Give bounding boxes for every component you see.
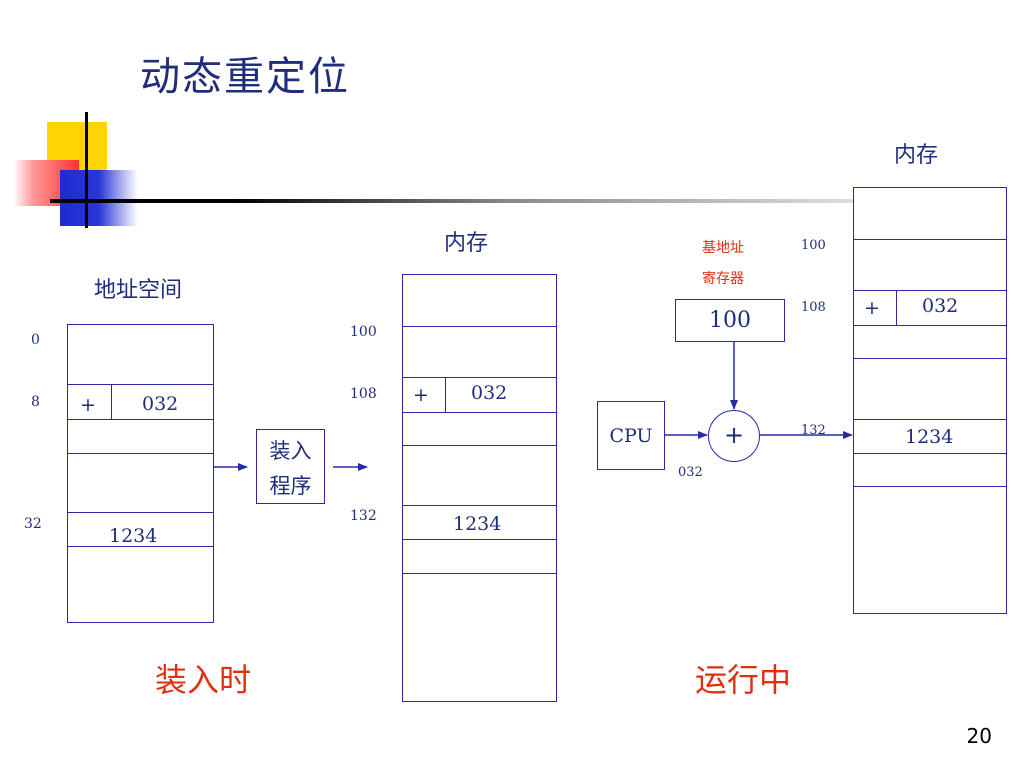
address-space-value: 1234: [109, 525, 158, 547]
address-space-row-divider: [68, 419, 213, 420]
memory-load-row-divider: [403, 505, 556, 506]
memory-run-row-divider: [854, 325, 1006, 326]
memory-run-row-divider: [854, 239, 1006, 240]
memory-run-value: 1234: [905, 426, 954, 448]
memory-run-heading: 内存: [894, 143, 939, 168]
loader-label-line1: 装入: [269, 439, 312, 463]
address-space-address-0: 0: [31, 332, 40, 348]
memory-load-heading: 内存: [444, 231, 489, 256]
memory-run-row-divider: [854, 419, 1006, 420]
loader-box: 装入 程序: [256, 429, 325, 504]
address-space-address-32: 32: [24, 516, 42, 532]
cpu-label: CPU: [609, 425, 653, 447]
memory-run-row-divider: [854, 453, 1006, 454]
memory-run-offset: 032: [922, 295, 959, 317]
memory-load-address-100: 100: [350, 324, 377, 340]
memory-load-row-divider: [403, 326, 556, 327]
address-space-address-8: 8: [31, 394, 40, 410]
address-space-box: + 032 1234: [67, 324, 214, 623]
memory-load-address-132: 132: [350, 508, 377, 524]
memory-run-cell-divider: [896, 290, 897, 325]
address-space-row-divider: [68, 546, 213, 547]
memory-load-row-divider: [403, 377, 556, 378]
memory-run-row-divider: [854, 290, 1006, 291]
base-register-label-line2: 寄存器: [702, 271, 744, 287]
memory-load-box: + 032 1234: [402, 274, 557, 702]
base-register-label-line1: 基地址: [702, 240, 744, 256]
memory-load-row-divider: [403, 573, 556, 574]
cpu-output-value: 032: [678, 465, 703, 480]
caption-run-time: 运行中: [695, 661, 792, 699]
address-space-offset: 032: [142, 393, 179, 415]
address-space-row-divider: [68, 453, 213, 454]
memory-load-row-divider: [403, 412, 556, 413]
address-space-cell-divider: [111, 384, 112, 419]
loader-label-line2: 程序: [269, 474, 312, 498]
decoration-horizontal-rule: [50, 199, 970, 203]
address-space-heading: 地址空间: [94, 278, 183, 303]
address-space-plus: +: [80, 394, 96, 416]
memory-run-address-100: 100: [801, 238, 826, 253]
memory-load-address-108: 108: [350, 386, 377, 402]
decoration-blue-square: [60, 170, 138, 226]
address-space-row-divider: [68, 384, 213, 385]
page-number: 20: [966, 724, 992, 748]
address-space-row-divider: [68, 512, 213, 513]
memory-run-box: + 032 1234: [853, 187, 1007, 614]
adder-circle: +: [708, 410, 760, 462]
memory-load-row-divider: [403, 539, 556, 540]
memory-run-row-divider: [854, 358, 1006, 359]
memory-load-cell-divider: [445, 377, 446, 412]
decoration-vertical-line: [85, 112, 88, 228]
memory-run-plus: +: [864, 297, 880, 319]
cpu-box: CPU: [597, 401, 665, 470]
memory-run-address-108: 108: [801, 300, 826, 315]
memory-load-value: 1234: [453, 513, 502, 535]
adder-symbol: +: [723, 421, 745, 449]
memory-load-plus: +: [413, 384, 429, 406]
memory-load-offset: 032: [471, 382, 508, 404]
slide-title: 动态重定位: [140, 54, 350, 100]
base-register-box: 100: [675, 299, 785, 342]
memory-run-row-divider: [854, 486, 1006, 487]
base-register-value: 100: [709, 308, 751, 333]
caption-load-time: 装入时: [155, 661, 252, 699]
memory-load-row-divider: [403, 445, 556, 446]
